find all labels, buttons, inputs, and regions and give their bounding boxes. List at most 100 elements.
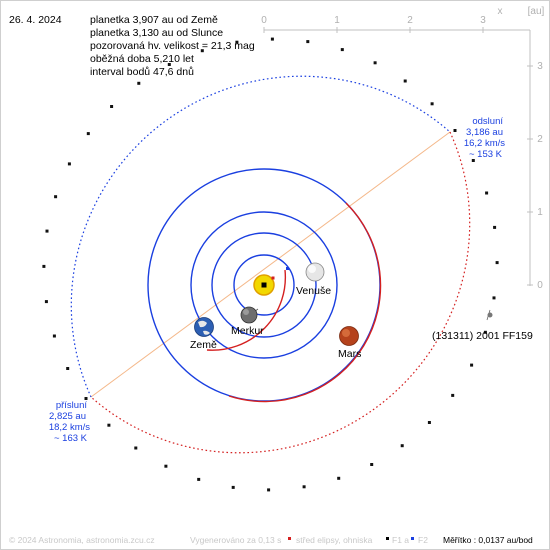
mars-shading (342, 329, 350, 337)
orbit-point-marker (86, 132, 90, 136)
aphelion-temperature: ~ 153 K (469, 149, 503, 160)
venus-shading (308, 265, 316, 273)
orbit-point-marker (44, 300, 48, 304)
mars-label: Mars (338, 348, 361, 360)
mercury-orbit (233, 254, 295, 316)
orbit-point-marker (337, 476, 341, 480)
scale-text: Měřítko : 0,0137 au/bod (443, 535, 533, 545)
copyright-text: © 2024 Astronomia, astronomia.zcu.cz (9, 535, 155, 545)
orbit-point-marker (45, 229, 49, 233)
orbit-point-marker (164, 464, 168, 468)
orbit-point-marker (167, 63, 171, 66)
x-tick-label: 0 (261, 15, 267, 26)
perihelion-info: přísluní 2,825 au 18,2 km/s ~ 163 K (49, 400, 90, 444)
legend-f2-marker (411, 537, 414, 540)
orbit-point-marker (485, 191, 489, 195)
orbit-point-marker (107, 423, 111, 427)
legend-f2-text: F2 (418, 535, 428, 545)
planet-orbits (147, 168, 382, 403)
asteroid-orbit-north-half (90, 131, 471, 454)
earth-label: Země (190, 339, 217, 351)
orbit-point-marker (84, 397, 88, 400)
mercury-shading (243, 309, 249, 315)
legend-f1-marker (386, 537, 389, 540)
earth-clouds (198, 320, 210, 335)
orbit-point-marker (110, 105, 114, 108)
perihelion-title: přísluní (56, 400, 88, 411)
sun (253, 267, 289, 296)
orbit-point-marker (430, 102, 434, 106)
orbit-point-marker (235, 40, 239, 44)
legend-center-marker (288, 537, 291, 540)
focus-f2-marker (286, 267, 289, 270)
earth-orbit-lit-arc (206, 269, 287, 351)
asteroid-icon (487, 312, 493, 318)
perihelion-temperature: ~ 163 K (54, 433, 88, 444)
orbit-point-marker (470, 363, 474, 367)
mercury-icon (240, 306, 258, 324)
axis-unit-label: [au] (528, 6, 545, 17)
orbit-point-marker (403, 79, 407, 83)
aphelion-info: odsluní 3,186 au 16,2 km/s ~ 153 K (464, 116, 505, 160)
mars-orbit-lit-arc (228, 202, 382, 403)
legend-f1-text: F1 a (392, 535, 409, 545)
orbit-point-marker (52, 334, 56, 338)
orbit-point-marker (451, 393, 455, 397)
x-tick-label: 1 (334, 15, 340, 26)
perihelion-speed: 18,2 km/s (49, 422, 90, 433)
aphelion-distance: 3,186 au (466, 127, 503, 138)
ellipse-center-marker (271, 276, 275, 280)
orbit-point-marker (267, 488, 271, 492)
y-tick-label: 0 (537, 280, 543, 291)
x-tick-label: 3 (480, 15, 486, 26)
info-line-earth-distance: planetka 3,907 au od Země (90, 14, 218, 26)
orbit-point-marker (492, 296, 496, 300)
orbit-point-marker (197, 477, 201, 481)
focus-f1-marker (261, 282, 267, 288)
mars-icon (339, 326, 359, 346)
orbit-point-marker (427, 421, 431, 424)
date-text: 26. 4. 2024 (9, 14, 62, 26)
aphelion-speed: 16,2 km/s (464, 138, 505, 149)
orbit-point-marker (67, 162, 71, 166)
info-line-interval: interval bodů 47,6 dnů (90, 66, 194, 78)
venus-orbit (211, 232, 317, 338)
orbit-point-marker (340, 48, 344, 52)
orbit-point-marker (54, 195, 58, 199)
asteroid-orbit (42, 37, 499, 492)
orbit-point-markers (42, 37, 499, 492)
y-tick-label: 2 (537, 134, 543, 145)
venus-label: Venuše (296, 285, 331, 297)
x-tick-label: 2 (407, 15, 413, 26)
orbit-point-marker (200, 49, 204, 53)
info-line-magnitude: pozorovaná hv. velikost = 21,3 mag (90, 40, 255, 52)
mercury-label: Merkur (231, 325, 264, 337)
y-tick-label: 1 (537, 207, 543, 218)
orbit-point-marker (302, 485, 306, 489)
venus-icon (305, 262, 325, 282)
orbit-point-marker (42, 264, 46, 268)
orbit-point-marker (495, 261, 499, 265)
orbit-point-marker (373, 61, 377, 65)
info-line-sun-distance: planetka 3,130 au od Slunce (90, 27, 223, 39)
orbit-point-marker (134, 446, 138, 450)
orbit-point-marker (66, 367, 70, 370)
info-panel: 26. 4. 2024 planetka 3,907 au od Země pl… (9, 14, 255, 78)
orbit-point-marker (231, 485, 235, 489)
apsidal-line (90, 131, 451, 398)
perihelion-distance: 2,825 au (49, 411, 86, 422)
orbit-point-marker (471, 159, 475, 162)
earth-orbit (190, 211, 338, 359)
orbit-point-marker (400, 444, 404, 448)
orbit-point-marker (493, 225, 497, 229)
y-tick-label: 3 (537, 61, 543, 72)
legend-center-text: střed elipsy, ohniska (296, 535, 373, 545)
orbit-point-marker (306, 40, 310, 44)
x-axis-label: x (498, 6, 503, 17)
orbit-point-marker (137, 81, 141, 85)
asteroid-orbit-south-half (70, 75, 451, 398)
aphelion-title: odsluní (472, 116, 503, 127)
